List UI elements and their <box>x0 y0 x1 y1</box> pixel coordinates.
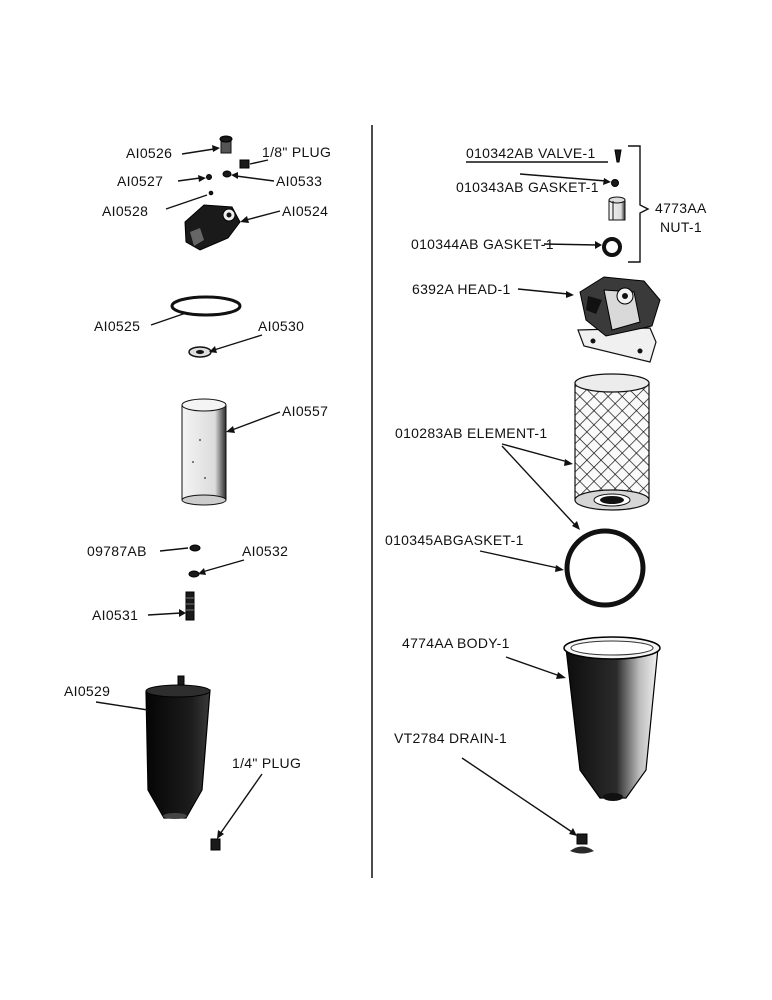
part-a10533 <box>222 170 232 178</box>
label-nut-code: 4773AA <box>655 200 707 216</box>
part-plug-1-8 <box>239 159 250 169</box>
label-plug-1-4: 1/4" PLUG <box>232 755 301 771</box>
label-a10530: AI0530 <box>258 318 304 334</box>
label-gasket-010344ab: 010344AB GASKET-1 <box>411 236 554 252</box>
part-nut <box>608 196 626 221</box>
part-a10531 <box>185 591 195 621</box>
part-plug-1-4 <box>210 838 221 851</box>
part-a10527 <box>206 174 212 180</box>
label-element: 010283AB ELEMENT-1 <box>395 425 547 441</box>
part-drain <box>570 833 594 854</box>
part-gasket-010345ab <box>564 528 646 608</box>
part-head <box>577 276 661 363</box>
label-a10533: AI0533 <box>276 173 322 189</box>
part-gasket-010343ab <box>611 179 619 187</box>
label-a10529: AI0529 <box>64 683 110 699</box>
label-gasket-010343ab: 010343AB GASKET-1 <box>456 179 599 195</box>
label-a10526: AI0526 <box>126 145 172 161</box>
part-09787ab <box>189 544 201 552</box>
label-09787ab: 09787AB <box>87 543 147 559</box>
part-a10526 <box>219 135 233 154</box>
part-gasket-010344ab <box>602 237 622 257</box>
label-a10528: AI0528 <box>102 203 148 219</box>
part-a10525 <box>170 295 242 317</box>
part-body <box>563 636 661 801</box>
label-a10531: AI0531 <box>92 607 138 623</box>
part-a10530 <box>188 346 212 358</box>
part-element <box>574 373 650 511</box>
label-valve: 010342AB VALVE-1 <box>466 145 596 161</box>
label-plug-1-8: 1/8" PLUG <box>262 144 331 160</box>
label-a10524: AI0524 <box>282 203 328 219</box>
part-a10532 <box>188 570 200 578</box>
part-a10557 <box>181 398 227 506</box>
nut-bracket <box>628 145 650 263</box>
part-valve <box>614 149 622 163</box>
label-nut-name: NUT-1 <box>660 219 702 235</box>
label-drain: VT2784 DRAIN-1 <box>394 730 507 746</box>
label-a10557: AI0557 <box>282 403 328 419</box>
label-gasket-010345ab: 010345ABGASKET-1 <box>385 532 524 548</box>
label-head: 6392A HEAD-1 <box>412 281 511 297</box>
label-a10525: AI0525 <box>94 318 140 334</box>
label-body: 4774AA BODY-1 <box>402 635 510 651</box>
part-a10528 <box>208 190 214 196</box>
label-a10532: AI0532 <box>242 543 288 559</box>
part-a10529 <box>145 675 211 819</box>
label-a10527: AI0527 <box>117 173 163 189</box>
part-a10524 <box>184 204 241 251</box>
